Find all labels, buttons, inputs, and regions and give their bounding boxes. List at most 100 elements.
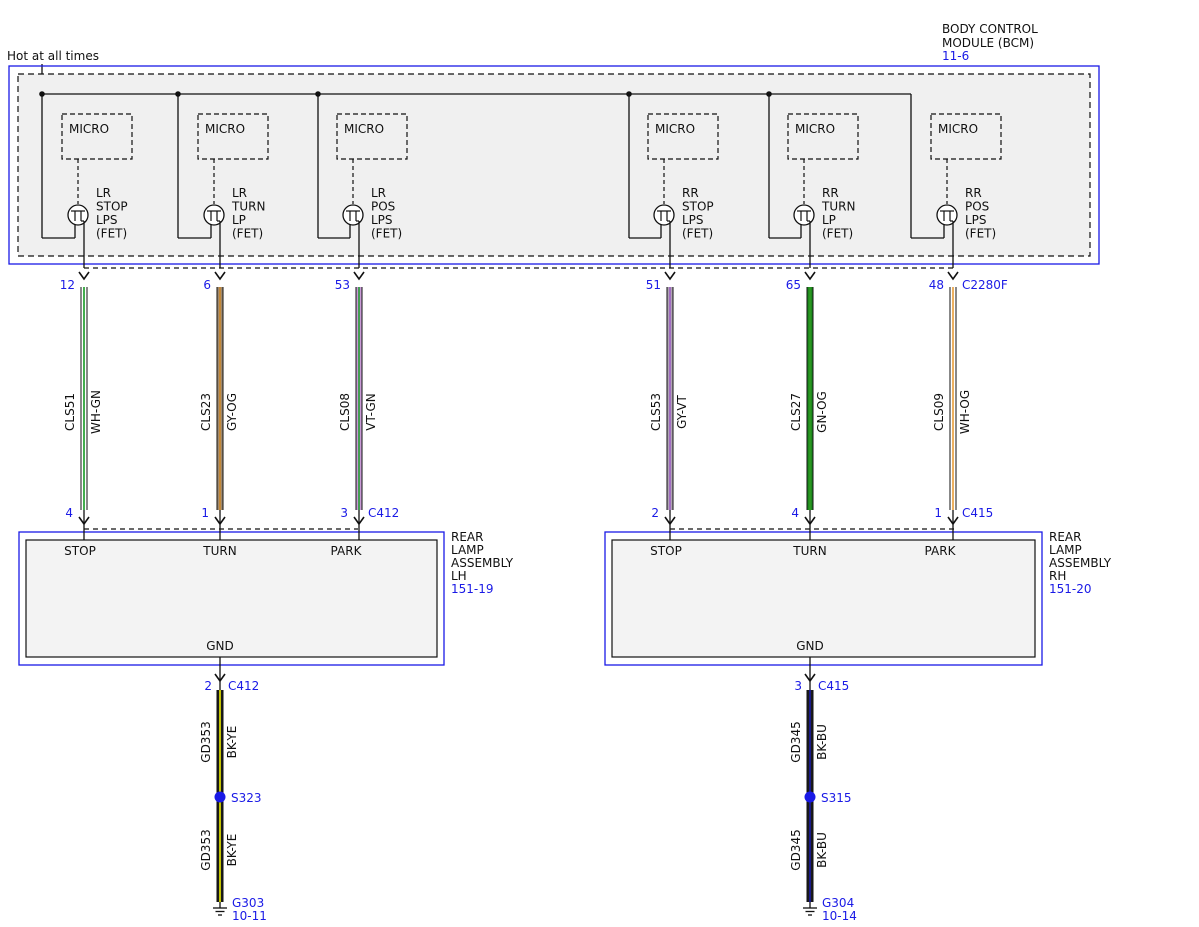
output-rr-stop-lamp-pin: 2 xyxy=(651,506,659,520)
output-rr-turn-lamp-pin: 4 xyxy=(791,506,799,520)
output-lr-turn-micro-box xyxy=(197,113,269,160)
output-lr-stop-fet-text-0: LR xyxy=(96,186,111,200)
ground-lh-pin: 2 xyxy=(204,679,212,693)
ground-rh-circuit-lower: GD345 xyxy=(789,829,803,870)
output-rr-stop-fet-symbol xyxy=(653,204,675,226)
output-lr-stop-color-label: WH-GN xyxy=(89,390,103,434)
lh-name-line1: REAR xyxy=(451,530,483,544)
hot-at-all-times-label: Hot at all times xyxy=(7,49,99,63)
output-lr-turn-fet-symbol xyxy=(203,204,225,226)
output-rr-pos-fet-text-0: RR xyxy=(965,186,982,200)
output-lr-stop-fet-text-2: LPS xyxy=(96,213,118,227)
output-rr-turn-color-label: GN-OG xyxy=(815,391,829,433)
output-lr-turn-bcm-pin: 6 xyxy=(203,278,211,292)
ground-rh-splice-label: S315 xyxy=(821,791,852,805)
output-rr-turn-lamp-arrow xyxy=(804,516,816,526)
output-lr-pos-lamp-arrow xyxy=(353,516,365,526)
ground-rh-arrow xyxy=(804,673,816,683)
lh-ref: 151-19 xyxy=(451,582,494,596)
output-lr-stop-circuit-label: CLS51 xyxy=(63,393,77,431)
ground-lh-circuit-upper: GD353 xyxy=(199,721,213,762)
output-lr-stop-micro-label: MICRO xyxy=(69,122,109,136)
output-rr-stop-bcm-arrow xyxy=(664,271,676,281)
ground-lh-splice-dot xyxy=(214,791,226,803)
lh-name-line3: ASSEMBLY xyxy=(451,556,514,570)
lh-inner-box xyxy=(25,539,438,658)
output-rr-pos-fet-symbol xyxy=(936,204,958,226)
lamp-assembly-rh: C415 STOP TURN PARK GND REAR LAMP ASSEMB… xyxy=(604,506,1112,666)
output-rr-stop-micro-box xyxy=(647,113,719,160)
output-lr-pos-color-label: VT-GN xyxy=(364,393,378,430)
ground-rh-connector: C415 xyxy=(818,679,849,693)
output-rr-stop-micro-label: MICRO xyxy=(655,122,695,136)
output-rr-pos-micro-label: MICRO xyxy=(938,122,978,136)
output-rr-pos-lamp-arrow xyxy=(947,516,959,526)
output-lr-stop-fet-text-3: (FET) xyxy=(96,227,127,241)
rh-name-line3: ASSEMBLY xyxy=(1049,556,1112,570)
output-lr-pos-fet-text-1: POS xyxy=(371,200,395,214)
rh-connector-id: C415 xyxy=(962,506,993,520)
diagram-static: Hot at all times BODY CONTROL MODULE (BC… xyxy=(7,22,1112,666)
output-lr-turn-bcm-arrow xyxy=(214,271,226,281)
bcm-connector-id: C2280F xyxy=(962,278,1008,292)
output-rr-pos-bcm-arrow xyxy=(947,271,959,281)
output-lr-stop-lamp-arrow xyxy=(78,516,90,526)
output-lr-stop-micro-box xyxy=(61,113,133,160)
ground-lh-color-lower: BK-YE xyxy=(225,834,239,867)
module-name-line1: BODY CONTROL xyxy=(942,22,1038,36)
output-rr-turn-fet-text-0: RR xyxy=(822,186,839,200)
output-rr-pos-fet-text-2: LPS xyxy=(965,213,987,227)
output-rr-stop-fet-text-2: LPS xyxy=(682,213,704,227)
output-lr-turn-fet-text-1: TURN xyxy=(231,200,265,214)
bcm-inner-box xyxy=(17,73,1091,257)
output-lr-pos-micro-box xyxy=(336,113,408,160)
output-rr-stop-bcm-pin: 51 xyxy=(646,278,661,292)
ground-rh-circuit-upper: GD345 xyxy=(789,721,803,762)
output-rr-pos-circuit-label: CLS09 xyxy=(932,393,946,431)
output-rr-stop-fet-text-3: (FET) xyxy=(682,227,713,241)
bcm-outer-box xyxy=(8,65,1100,265)
rh-inner-box xyxy=(611,539,1036,658)
output-rr-stop-fet-text-0: RR xyxy=(682,186,699,200)
output-lr-turn-fet-text-2: LP xyxy=(232,213,246,227)
output-rr-stop-color-label: GY-VT xyxy=(675,394,689,428)
output-lr-turn-circuit-label: CLS23 xyxy=(199,393,213,431)
output-rr-pos-lamp-pin: 1 xyxy=(934,506,942,520)
output-lr-pos-fet-text-3: (FET) xyxy=(371,227,402,241)
output-lr-turn-lamp-pin: 1 xyxy=(201,506,209,520)
output-lr-turn-lamp-arrow xyxy=(214,516,226,526)
rh-name-line4: RH xyxy=(1049,569,1066,583)
output-lr-turn-color-label: GY-OG xyxy=(225,393,239,431)
ground-rh-ground-id: G304 xyxy=(822,896,854,910)
ground-lh-circuit-lower: GD353 xyxy=(199,829,213,870)
lh-terminal-stop: STOP xyxy=(64,544,96,558)
output-lr-pos-fet-text-2: LPS xyxy=(371,213,393,227)
output-lr-pos-bcm-arrow xyxy=(353,271,365,281)
output-lr-pos-fet-text-0: LR xyxy=(371,186,386,200)
output-rr-turn-circuit-label: CLS27 xyxy=(789,393,803,431)
output-lr-pos-micro-label: MICRO xyxy=(344,122,384,136)
lh-terminal-park: PARK xyxy=(331,544,363,558)
output-rr-pos-fet-text-3: (FET) xyxy=(965,227,996,241)
rh-terminal-stop: STOP xyxy=(650,544,682,558)
ground-rh-ground-ref: 10-14 xyxy=(822,909,857,923)
module-name-line2: MODULE (BCM) xyxy=(942,36,1034,50)
output-rr-stop-fet-text-1: STOP xyxy=(682,200,714,214)
output-lr-pos-circuit-label: CLS08 xyxy=(338,393,352,431)
rh-name-line2: LAMP xyxy=(1049,543,1082,557)
output-rr-turn-fet-symbol xyxy=(793,204,815,226)
ground-lh-arrow xyxy=(214,673,226,683)
ground-rh-pin: 3 xyxy=(794,679,802,693)
output-lr-stop-bcm-pin: 12 xyxy=(60,278,75,292)
output-lr-pos-fet-symbol xyxy=(342,204,364,226)
output-lr-pos-bcm-pin: 53 xyxy=(335,278,350,292)
output-lr-stop-bcm-arrow xyxy=(78,271,90,281)
output-rr-stop-circuit-label: CLS53 xyxy=(649,393,663,431)
output-rr-pos-color-label: WH-OG xyxy=(958,390,972,434)
output-lr-stop-lamp-pin: 4 xyxy=(65,506,73,520)
output-rr-pos-bcm-pin: 48 xyxy=(929,278,944,292)
output-rr-pos-micro-box xyxy=(930,113,1002,160)
lh-outer-box xyxy=(18,531,445,666)
